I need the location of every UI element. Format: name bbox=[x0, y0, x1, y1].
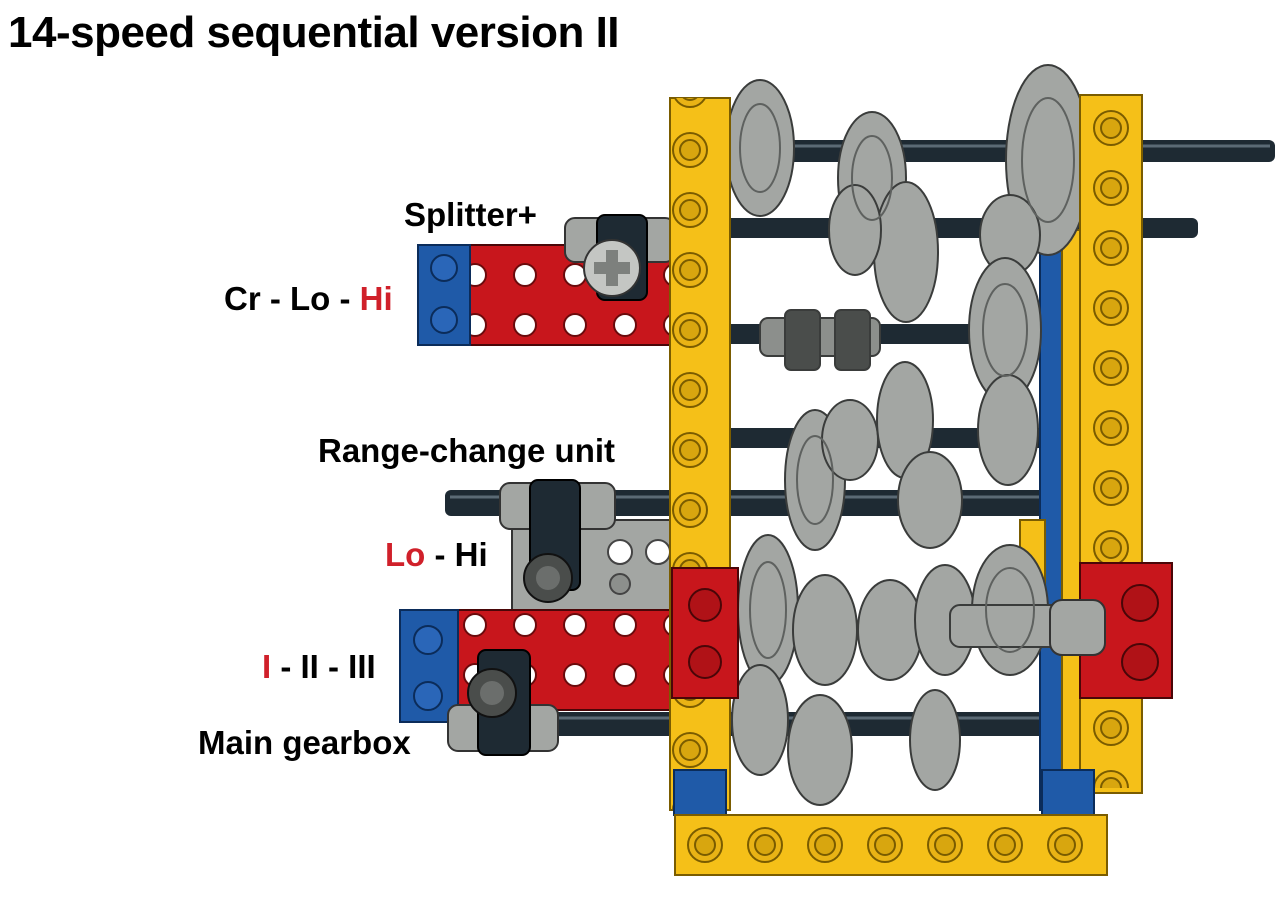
label-splitter-text: Splitter+ bbox=[404, 196, 537, 233]
label-cr-lo-hi: Cr - Lo - Hi bbox=[224, 281, 393, 317]
selector-beam-top bbox=[417, 214, 681, 346]
label-main-gearbox: Main gearbox bbox=[198, 725, 411, 761]
gear-icon bbox=[725, 79, 795, 217]
label-gears-text: - II - III bbox=[271, 648, 376, 685]
label-splitter: Splitter+ bbox=[404, 197, 537, 233]
range-change-beam bbox=[499, 479, 678, 611]
label-hi-text: - Hi bbox=[425, 536, 488, 573]
page-title: 14-speed sequential version II bbox=[8, 8, 620, 57]
label-range-change: Range-change unit bbox=[318, 433, 615, 469]
label-hi-active: Hi bbox=[359, 280, 393, 317]
label-lo-hi: Lo - Hi bbox=[385, 537, 488, 573]
label-gears: I - II - III bbox=[262, 649, 376, 685]
label-cr-lo-text: Cr - Lo - bbox=[224, 280, 360, 317]
label-main-gearbox-text: Main gearbox bbox=[198, 724, 411, 761]
label-range-change-text: Range-change unit bbox=[318, 432, 616, 469]
main-gearbox-beam bbox=[399, 609, 681, 756]
label-gear-one-active: I bbox=[262, 648, 272, 685]
frame bbox=[669, 94, 1173, 876]
gears bbox=[725, 64, 1101, 806]
label-lo-active: Lo bbox=[385, 536, 426, 573]
